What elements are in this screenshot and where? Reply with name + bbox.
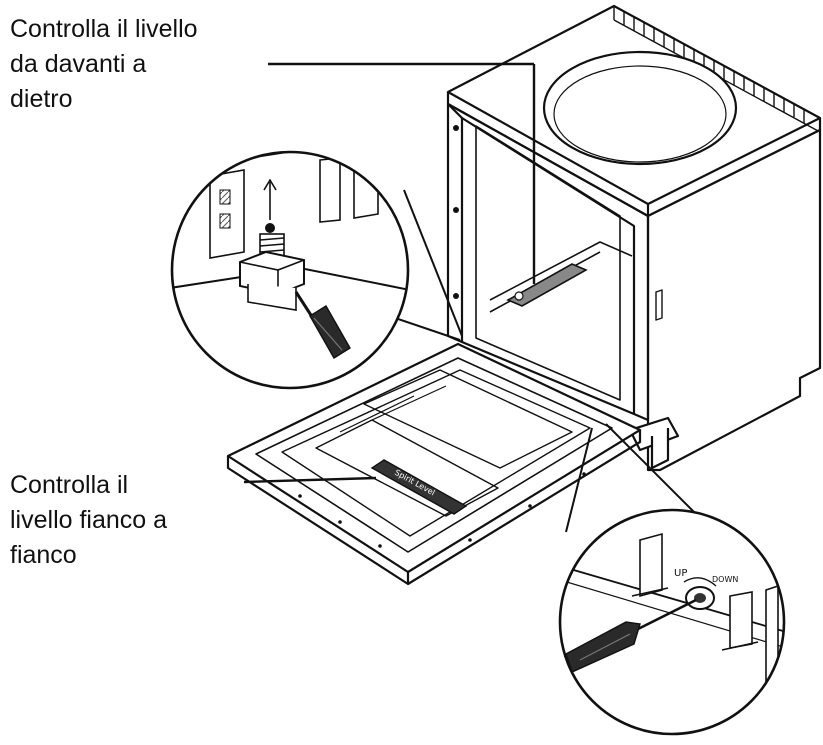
- up-marking: UP: [674, 568, 687, 579]
- leader-lines: [243, 62, 536, 484]
- spirit-level-front-back: [506, 263, 588, 307]
- callout-front-line-2: da davanti a: [10, 50, 147, 78]
- rear-foot-magnifier: [170, 150, 463, 390]
- callout-front-to-back: Controlla il livello da davanti a dietro: [10, 12, 198, 117]
- callout-side-line-1: Controlla il: [10, 471, 129, 499]
- front-adjuster-magnifier: UP DOWN: [558, 423, 786, 736]
- callout-front-line-3: dietro: [10, 85, 73, 113]
- callout-side-line-2: livello fianco a: [10, 506, 168, 534]
- callout-side-to-side: Controlla il livello fianco a fianco: [10, 468, 167, 573]
- callout-front-line-1: Controlla il livello: [10, 15, 198, 43]
- down-marking: DOWN: [712, 575, 738, 584]
- leader-side-side: [243, 476, 377, 484]
- open-door: [226, 342, 642, 586]
- dishwasher-cabinet: [446, 4, 822, 472]
- callout-side-line-3: fianco: [10, 541, 77, 569]
- top-vent-grille: [613, 6, 821, 133]
